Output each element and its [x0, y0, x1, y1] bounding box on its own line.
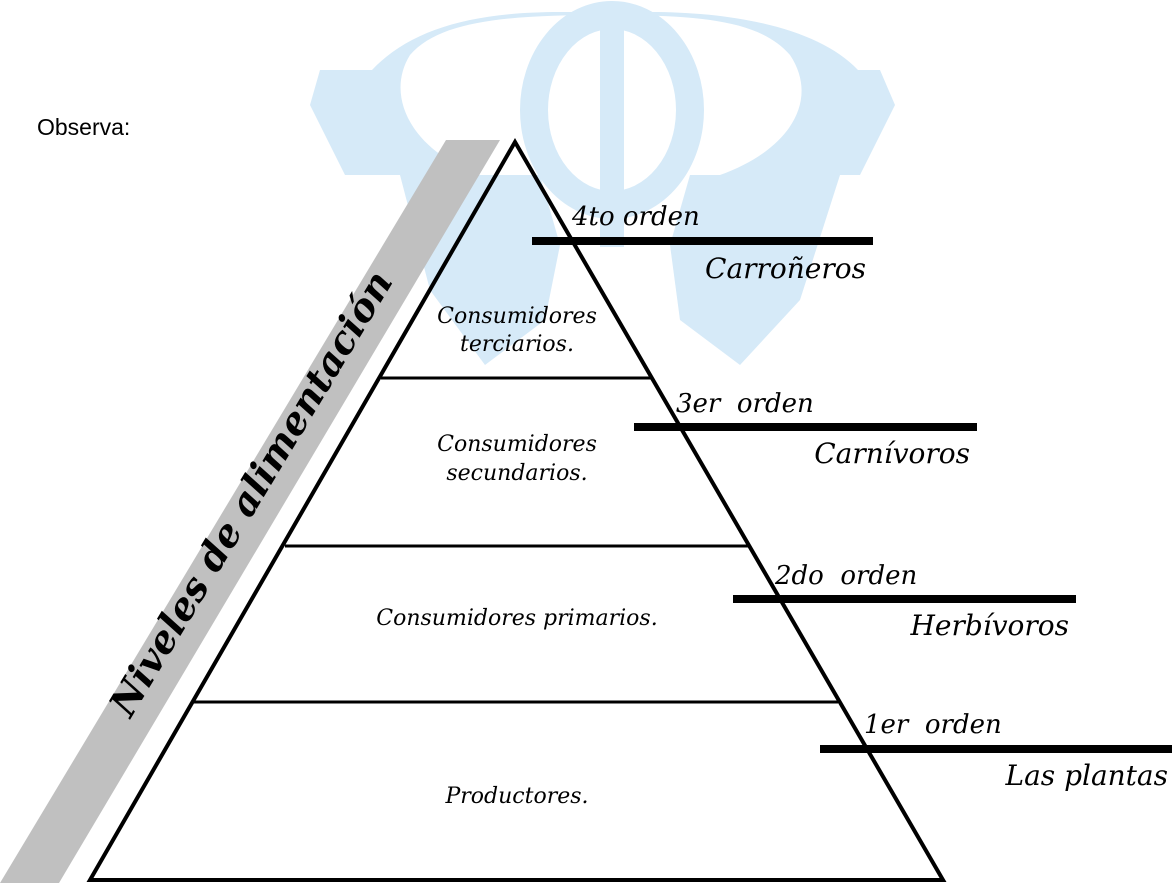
- pyramid-outline: [86, 138, 947, 882]
- level-tertiary-line1: Consumidores: [437, 304, 597, 329]
- order-label-3: 3er orden: [676, 389, 814, 419]
- side-band: [0, 140, 500, 883]
- side-label: Niveles de alimentación: [99, 263, 401, 725]
- group-label-4: Carroñeros: [705, 252, 866, 285]
- intro-text: Observa:: [37, 114, 130, 140]
- group-label-2: Herbívoros: [909, 609, 1069, 642]
- level-secondary-line1: Consumidores: [437, 432, 597, 457]
- group-label-3: Carnívoros: [814, 437, 970, 470]
- order-label-2: 2do orden: [774, 561, 917, 591]
- level-secondary-line2: secundarios.: [446, 461, 587, 486]
- level-producers: Productores.: [444, 784, 588, 809]
- level-tertiary-line2: terciarios.: [460, 332, 574, 357]
- level-primary: Consumidores primarios.: [376, 606, 657, 631]
- group-label-1: Las plantas: [1005, 759, 1168, 792]
- order-label-1: 1er orden: [864, 710, 1002, 740]
- order-label-4: 4to orden: [571, 202, 700, 232]
